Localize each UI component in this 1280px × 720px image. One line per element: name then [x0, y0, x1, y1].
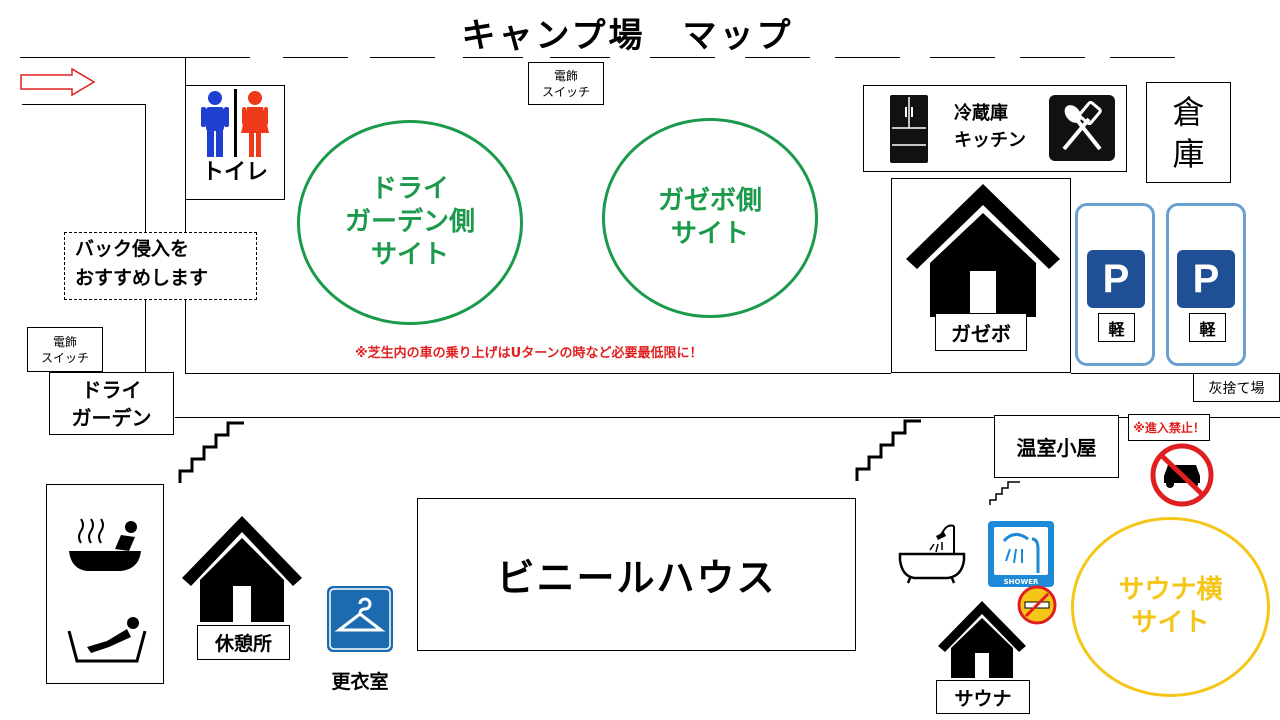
kitchen-label: 冷蔵庫 キッチン	[954, 103, 1026, 151]
no-car-icon	[1150, 443, 1214, 507]
road-edge	[185, 373, 891, 374]
light-switch-label: 電飾 スイッチ	[528, 62, 604, 105]
shower-icon: SHOWER	[988, 521, 1054, 587]
house-icon	[938, 601, 1026, 678]
road-line-segment	[930, 57, 995, 58]
stairs-icon	[855, 419, 921, 481]
gazebo-area[interactable]: ガゼボ	[891, 178, 1071, 373]
sauna-side-site[interactable]: サウナ横 サイト	[1071, 517, 1270, 697]
dry-garden-label: ドライ ガーデン	[49, 372, 174, 435]
turf-notice: ※芝生内の車の乗り上げはUターンの時など必要最低限に！	[355, 346, 703, 361]
road-line-segment	[463, 57, 523, 58]
no-entry-text: ※進入禁止！	[1133, 421, 1205, 435]
rest-area-label: 休憩所	[197, 625, 290, 660]
dry-garden-site[interactable]: ドライ ガーデン側 サイト	[297, 120, 523, 325]
light-switch-label: 電飾 スイッチ	[27, 327, 103, 372]
greenhouse-hut-label: 温室小屋	[994, 415, 1119, 478]
stairs-icon	[178, 421, 244, 483]
toilet-icon	[201, 89, 269, 157]
bath-icon	[898, 524, 966, 584]
entry-arrow-icon	[20, 67, 96, 97]
road-line-segment	[283, 57, 348, 58]
road-line-segment	[745, 57, 810, 58]
changing-room-label: 更衣室	[331, 671, 389, 693]
gazebo-label: ガゼボ	[935, 313, 1027, 351]
road-edge	[1071, 373, 1280, 374]
house-icon	[182, 516, 302, 622]
road-edge	[185, 57, 186, 373]
road-line-segment	[370, 57, 435, 58]
back-entry-note: バック侵入を おすすめします	[64, 232, 257, 300]
stairs-icon	[989, 481, 1020, 505]
kei-label: 軽	[1189, 313, 1226, 342]
toilet-label: トイレ	[201, 160, 268, 185]
road-line-segment	[1020, 57, 1085, 58]
toilet-box[interactable]: トイレ	[185, 85, 285, 200]
kitchen-box[interactable]: 冷蔵庫 キッチン	[863, 85, 1127, 172]
no-entry-label: ※進入禁止！	[1128, 414, 1210, 441]
fridge-icon	[890, 95, 928, 163]
road-line-segment	[650, 57, 715, 58]
road-line-segment	[20, 57, 250, 58]
gazebo-site[interactable]: ガゼボ側 サイト	[602, 118, 818, 318]
bath-icon	[69, 518, 141, 571]
ash-disposal-label: 灰捨て場	[1193, 373, 1280, 402]
bath-area[interactable]	[46, 484, 164, 684]
road-edge	[22, 104, 146, 105]
house-icon	[906, 184, 1060, 317]
road-line-segment	[1110, 57, 1175, 58]
map-title: キャンプ場 マップ	[461, 16, 794, 56]
road-line-segment	[550, 57, 610, 58]
sauna-label: サウナ	[936, 680, 1030, 714]
parking-icon: P	[1177, 250, 1235, 308]
shower-text: SHOWER	[1004, 578, 1039, 586]
road-edge	[175, 417, 1280, 418]
hanger-icon	[327, 586, 393, 652]
road-line-segment	[835, 57, 900, 58]
bath-icon	[67, 617, 147, 663]
vinyl-house-label[interactable]: ビニールハウス	[417, 498, 856, 651]
parking-icon: P	[1087, 250, 1145, 308]
kei-label: 軽	[1098, 313, 1135, 342]
no-smoking-icon	[1017, 585, 1057, 625]
kitchen-icon	[1049, 95, 1115, 161]
storage-label: 倉 庫	[1146, 82, 1231, 183]
